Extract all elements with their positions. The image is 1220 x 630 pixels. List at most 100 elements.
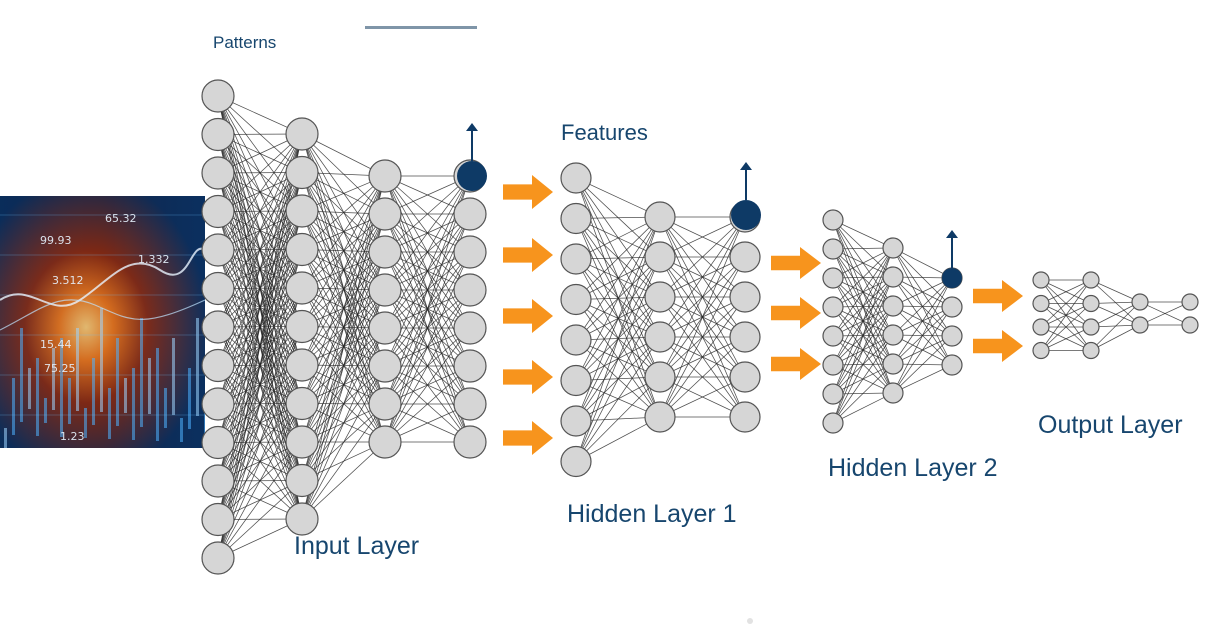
overlay-number: 1.23	[60, 430, 85, 443]
hidden-2-nodes	[822, 209, 963, 434]
node	[1032, 318, 1050, 336]
node	[560, 364, 592, 397]
node	[560, 243, 592, 275]
node	[882, 353, 904, 375]
node	[644, 281, 676, 313]
node	[201, 233, 235, 267]
node	[560, 202, 592, 235]
node	[822, 267, 844, 289]
node	[201, 79, 235, 113]
node	[453, 235, 487, 269]
node	[822, 238, 844, 260]
highlight-node-up-arrow	[942, 230, 962, 288]
node	[729, 401, 761, 433]
node	[882, 324, 904, 346]
node	[1032, 271, 1050, 289]
node	[201, 117, 235, 152]
node	[822, 412, 844, 434]
node	[941, 354, 963, 376]
node	[453, 311, 487, 345]
node	[560, 445, 592, 478]
node	[285, 232, 319, 267]
node	[201, 387, 235, 421]
overlay-number: 99.93	[40, 234, 72, 247]
orange-arrow-icon	[973, 330, 1023, 362]
node	[368, 349, 402, 383]
orange-arrow-icon	[771, 348, 821, 380]
node	[453, 349, 487, 383]
node	[201, 271, 235, 306]
node	[368, 273, 402, 307]
node	[882, 295, 904, 317]
node	[285, 425, 319, 459]
node	[368, 311, 402, 345]
node	[882, 382, 904, 404]
hidden-layer-1-label: Hidden Layer 1	[567, 500, 737, 528]
node	[285, 348, 319, 382]
node	[368, 235, 402, 269]
node	[1082, 294, 1100, 313]
node	[1181, 316, 1199, 334]
node	[882, 237, 904, 259]
orange-arrow-icon	[503, 299, 553, 333]
orange-arrow-icon	[503, 238, 553, 272]
node	[285, 463, 319, 498]
node	[453, 273, 487, 307]
node	[644, 241, 676, 273]
orange-arrow-icon	[503, 175, 553, 209]
node	[1181, 293, 1199, 311]
node	[453, 387, 487, 421]
node	[560, 283, 592, 316]
node	[368, 425, 402, 459]
node	[560, 162, 592, 194]
node	[285, 194, 319, 228]
node	[201, 425, 235, 460]
node	[201, 502, 235, 537]
node	[644, 321, 676, 353]
node	[1082, 318, 1100, 336]
orange-arrow-icon	[973, 280, 1023, 312]
node	[822, 325, 844, 347]
patterns-label: Patterns	[213, 33, 277, 52]
node	[201, 348, 235, 383]
output-layer-label: Output Layer	[1038, 411, 1183, 439]
highlight-node-up-arrow	[457, 123, 487, 191]
node	[822, 209, 844, 231]
node	[729, 281, 761, 313]
node	[822, 383, 844, 405]
node	[1131, 293, 1149, 311]
node	[285, 155, 319, 190]
node	[822, 354, 844, 376]
node	[1131, 316, 1149, 334]
node	[644, 401, 676, 433]
node	[285, 386, 319, 421]
node	[285, 502, 319, 536]
node	[1032, 341, 1050, 360]
overlay-number: 1.332	[138, 253, 170, 266]
orange-arrow-icon	[771, 247, 821, 279]
stray-dot	[747, 618, 753, 624]
node	[201, 194, 235, 229]
node	[1082, 341, 1100, 360]
node	[368, 197, 402, 231]
highlight-node-up-arrow	[731, 162, 761, 230]
input-layer-label: Input Layer	[294, 532, 420, 560]
overlay-number: 15.44	[40, 338, 72, 351]
node	[729, 241, 761, 273]
node	[368, 159, 402, 193]
node	[644, 361, 676, 393]
hidden-layer-2-label: Hidden Layer 2	[828, 454, 998, 482]
node	[941, 296, 963, 318]
overlay-number: 3.512	[52, 274, 84, 287]
node	[453, 425, 487, 459]
orange-arrow-icon	[503, 360, 553, 394]
node	[729, 361, 761, 393]
node	[201, 310, 235, 344]
node	[560, 324, 592, 356]
node	[822, 296, 844, 318]
node	[941, 325, 963, 347]
node	[285, 117, 319, 151]
node	[453, 197, 487, 231]
